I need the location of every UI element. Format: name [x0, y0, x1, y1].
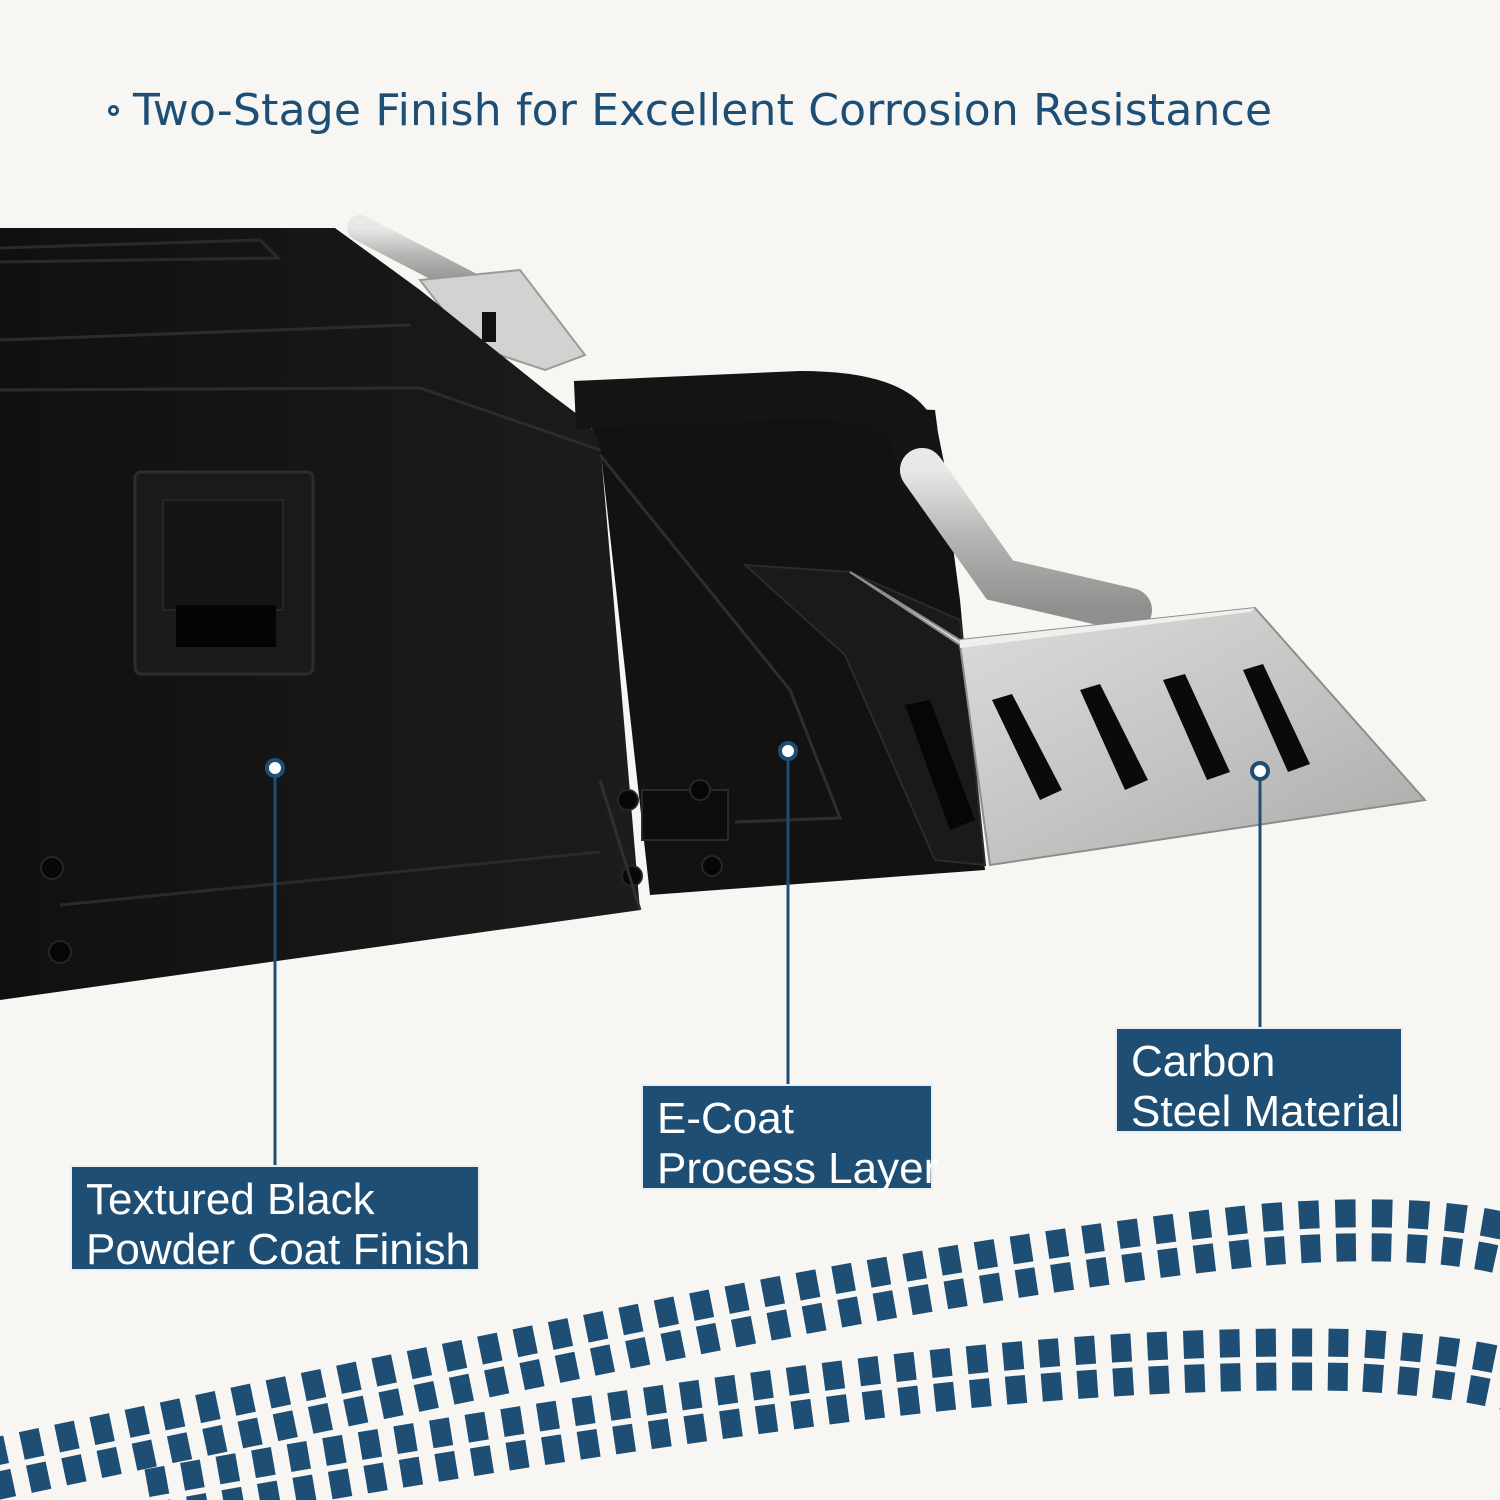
- callout-e-coat: E-Coat Process Layer: [641, 1084, 938, 1193]
- silver-skid-plate: [849, 571, 1427, 867]
- headline: Two-Stage Finish for Excellent Corrosion…: [108, 80, 1272, 140]
- black-bumper-body: [0, 228, 643, 1000]
- callout-carbon-steel-line2: Steel Material: [1131, 1087, 1401, 1136]
- callout-leaders: [273, 759, 1262, 1166]
- headline-text: Two-Stage Finish for Excellent Corrosion…: [133, 84, 1273, 136]
- callout-markers: [265, 741, 1270, 781]
- tire-track-decoration: [0, 1199, 1500, 1500]
- bullet-circle-icon: [108, 104, 119, 116]
- bull-bar-hoop: [573, 370, 1152, 632]
- callout-powder-coat: Textured Black Powder Coat Finish: [70, 1165, 480, 1274]
- callout-powder-coat-line2: Powder Coat Finish: [86, 1225, 470, 1274]
- mid-bumper-section: [575, 395, 987, 895]
- callout-e-coat-line2: Process Layer: [657, 1144, 939, 1193]
- upper-bull-bar: [347, 215, 587, 372]
- callout-carbon-steel-line1: Carbon: [1131, 1037, 1276, 1086]
- callout-carbon-steel: Carbon Steel Material: [1115, 1027, 1403, 1136]
- callout-powder-coat-line1: Textured Black: [86, 1175, 375, 1224]
- callout-e-coat-line1: E-Coat: [657, 1094, 794, 1143]
